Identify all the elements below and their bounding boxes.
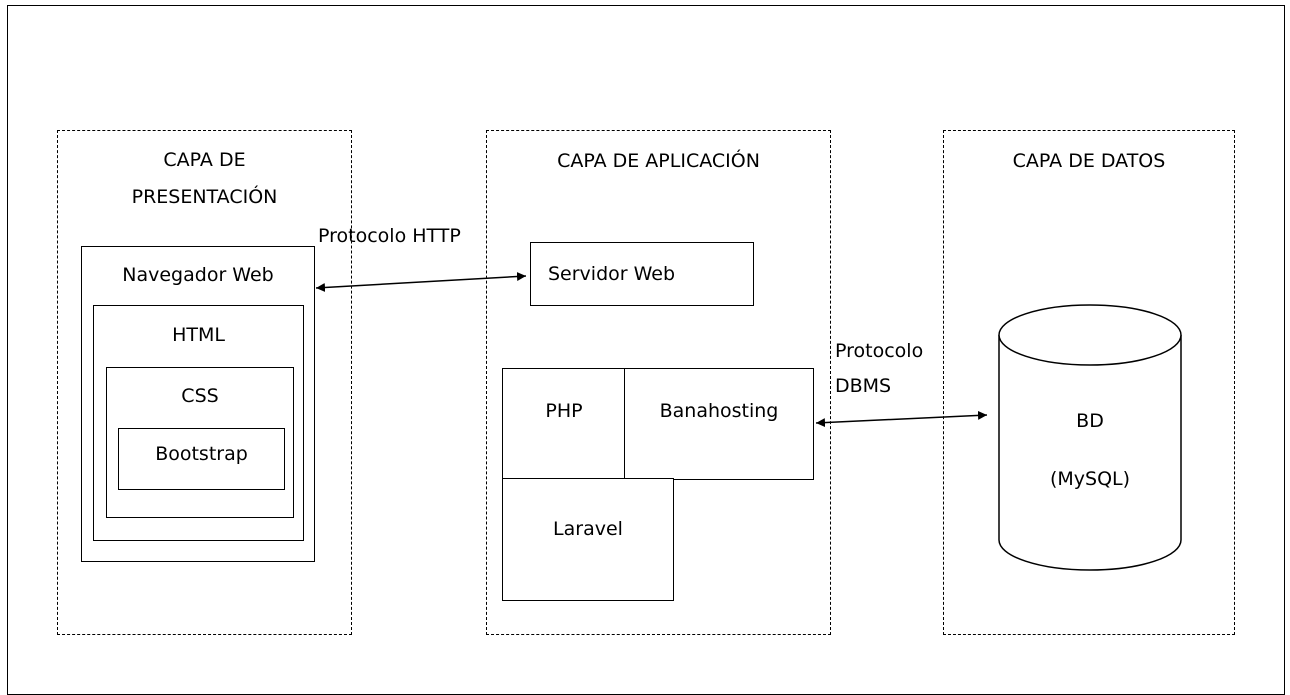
application-layer-title: CAPA DE APLICACIÓN xyxy=(557,150,760,172)
dbms-protocol-label-line1: Protocolo xyxy=(835,340,924,362)
database-name: BD xyxy=(1076,410,1104,432)
bootstrap-label: Bootstrap xyxy=(155,443,248,465)
bootstrap-box xyxy=(118,428,285,490)
database-cylinder xyxy=(998,304,1182,571)
dbms-arrow xyxy=(815,410,988,428)
data-layer xyxy=(943,130,1235,635)
http-protocol-label: Protocolo HTTP xyxy=(318,225,461,247)
http-arrow xyxy=(315,272,527,292)
php-label: PHP xyxy=(545,400,583,422)
dbms-protocol-label-line2: DBMS xyxy=(835,375,892,397)
web-server-label: Servidor Web xyxy=(548,263,676,285)
css-label: CSS xyxy=(181,385,219,407)
banahosting-label: Banahosting xyxy=(659,400,779,422)
database-engine: (MySQL) xyxy=(1049,468,1131,490)
php-box xyxy=(502,368,626,480)
browser-label: Navegador Web xyxy=(122,264,274,286)
laravel-label: Laravel xyxy=(553,518,623,540)
web-server-box xyxy=(530,242,754,306)
laravel-box xyxy=(502,478,674,601)
data-layer-title: CAPA DE DATOS xyxy=(1012,150,1166,172)
presentation-layer xyxy=(57,130,352,635)
application-layer xyxy=(486,130,831,635)
banahosting-box xyxy=(624,368,814,480)
presentation-layer-title-line1: CAPA DE xyxy=(163,149,246,171)
presentation-layer-title-line2: PRESENTACIÓN xyxy=(131,186,278,208)
html-label: HTML xyxy=(172,324,225,346)
